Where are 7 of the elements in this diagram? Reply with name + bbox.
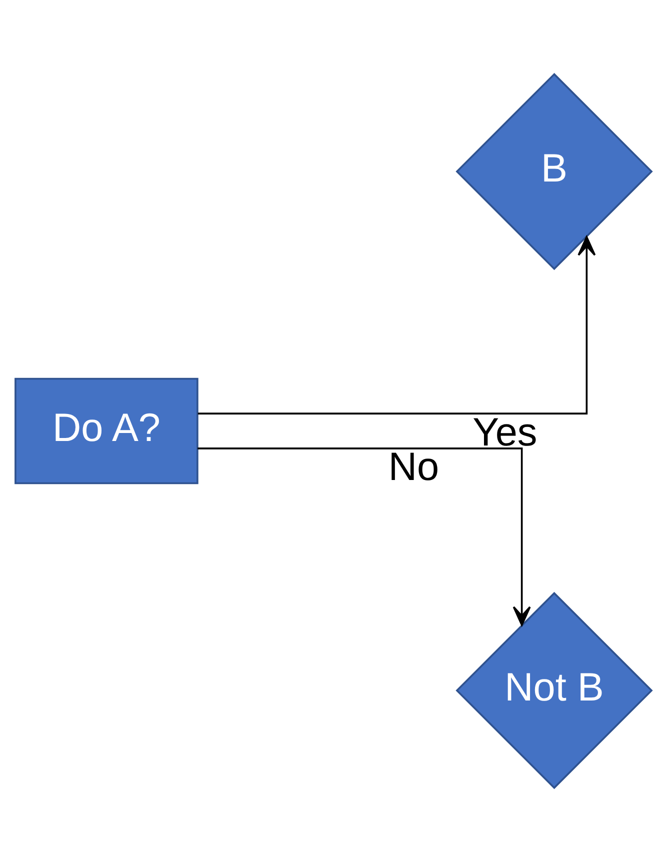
node-box: Do A? [14,378,198,484]
node-diamond: Not B [456,592,653,790]
arrow [198,448,531,626]
edge-label: Yes [472,410,538,454]
edge-label: No [388,445,440,490]
node-diamond: B [456,72,653,270]
arrow [198,236,596,414]
